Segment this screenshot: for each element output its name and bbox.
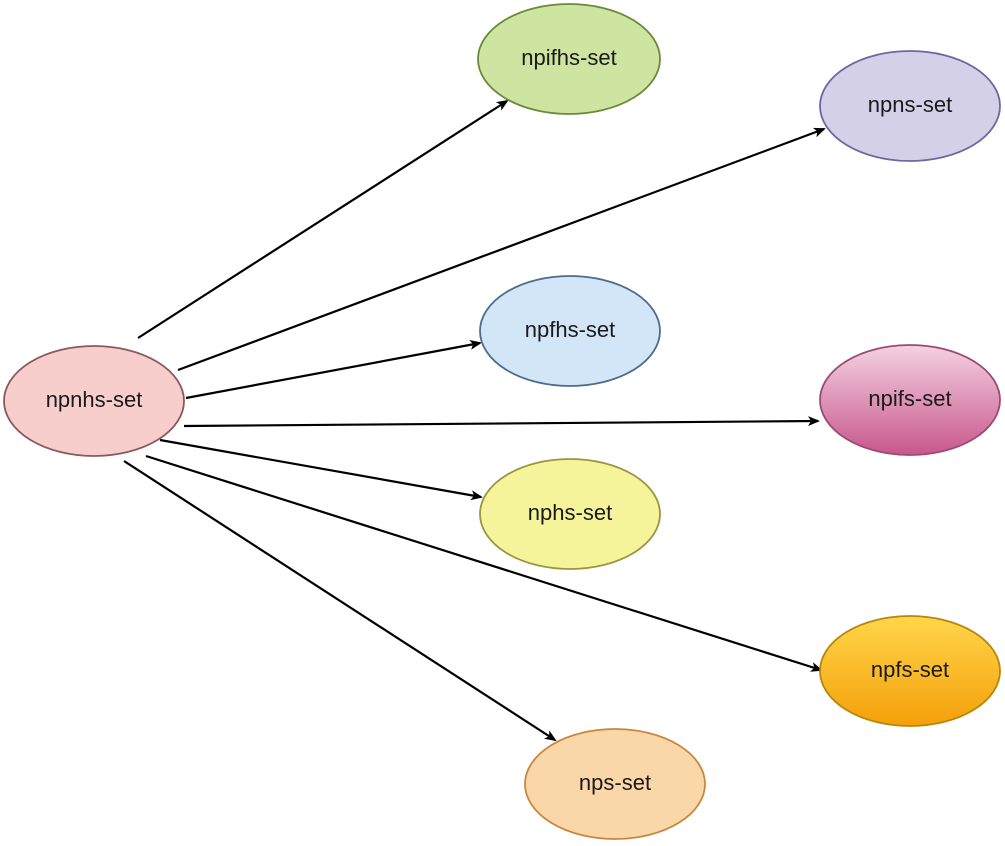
npifhs-ellipse <box>477 3 661 115</box>
edge-npnhs-to-npfhs <box>185 339 482 400</box>
edge-npnhs-to-npfs <box>145 454 823 672</box>
node-npifs-set: npifs-set <box>819 344 1001 456</box>
node-nphs-set: nphs-set <box>479 458 661 570</box>
node-npifhs-set: npifhs-set <box>477 3 661 115</box>
npns-ellipse <box>819 50 1001 162</box>
node-npfs-set: npfs-set <box>819 615 1001 727</box>
npfs-ellipse <box>819 615 1001 727</box>
edge-npnhs-to-npifs <box>183 416 820 428</box>
edges <box>123 99 826 742</box>
npifs-label: npifs-set <box>868 386 951 411</box>
edge-npnhs-to-nphs <box>159 438 483 501</box>
nphs-label: nphs-set <box>528 500 612 525</box>
npifs-ellipse <box>819 344 1001 456</box>
edge-npnhs-to-nps <box>123 460 557 742</box>
npfs-label: npfs-set <box>871 657 949 682</box>
nps-ellipse <box>524 728 706 840</box>
node-npns-set: npns-set <box>819 50 1001 162</box>
node-npnhs-set: npnhs-set <box>3 345 185 457</box>
node-npfhs-set: npfhs-set <box>479 275 661 387</box>
edge-npnhs-to-npns <box>177 127 826 372</box>
npfhs-label: npfhs-set <box>525 317 616 342</box>
nphs-ellipse <box>479 458 661 570</box>
node-nps-set: nps-set <box>524 728 706 840</box>
npnhs-ellipse <box>3 345 185 457</box>
npnhs-label: npnhs-set <box>46 387 143 412</box>
nps-label: nps-set <box>579 770 651 795</box>
npifhs-label: npifhs-set <box>521 45 616 70</box>
npfhs-ellipse <box>479 275 661 387</box>
edge-npnhs-to-npifhs <box>137 99 509 339</box>
npns-label: npns-set <box>868 92 952 117</box>
